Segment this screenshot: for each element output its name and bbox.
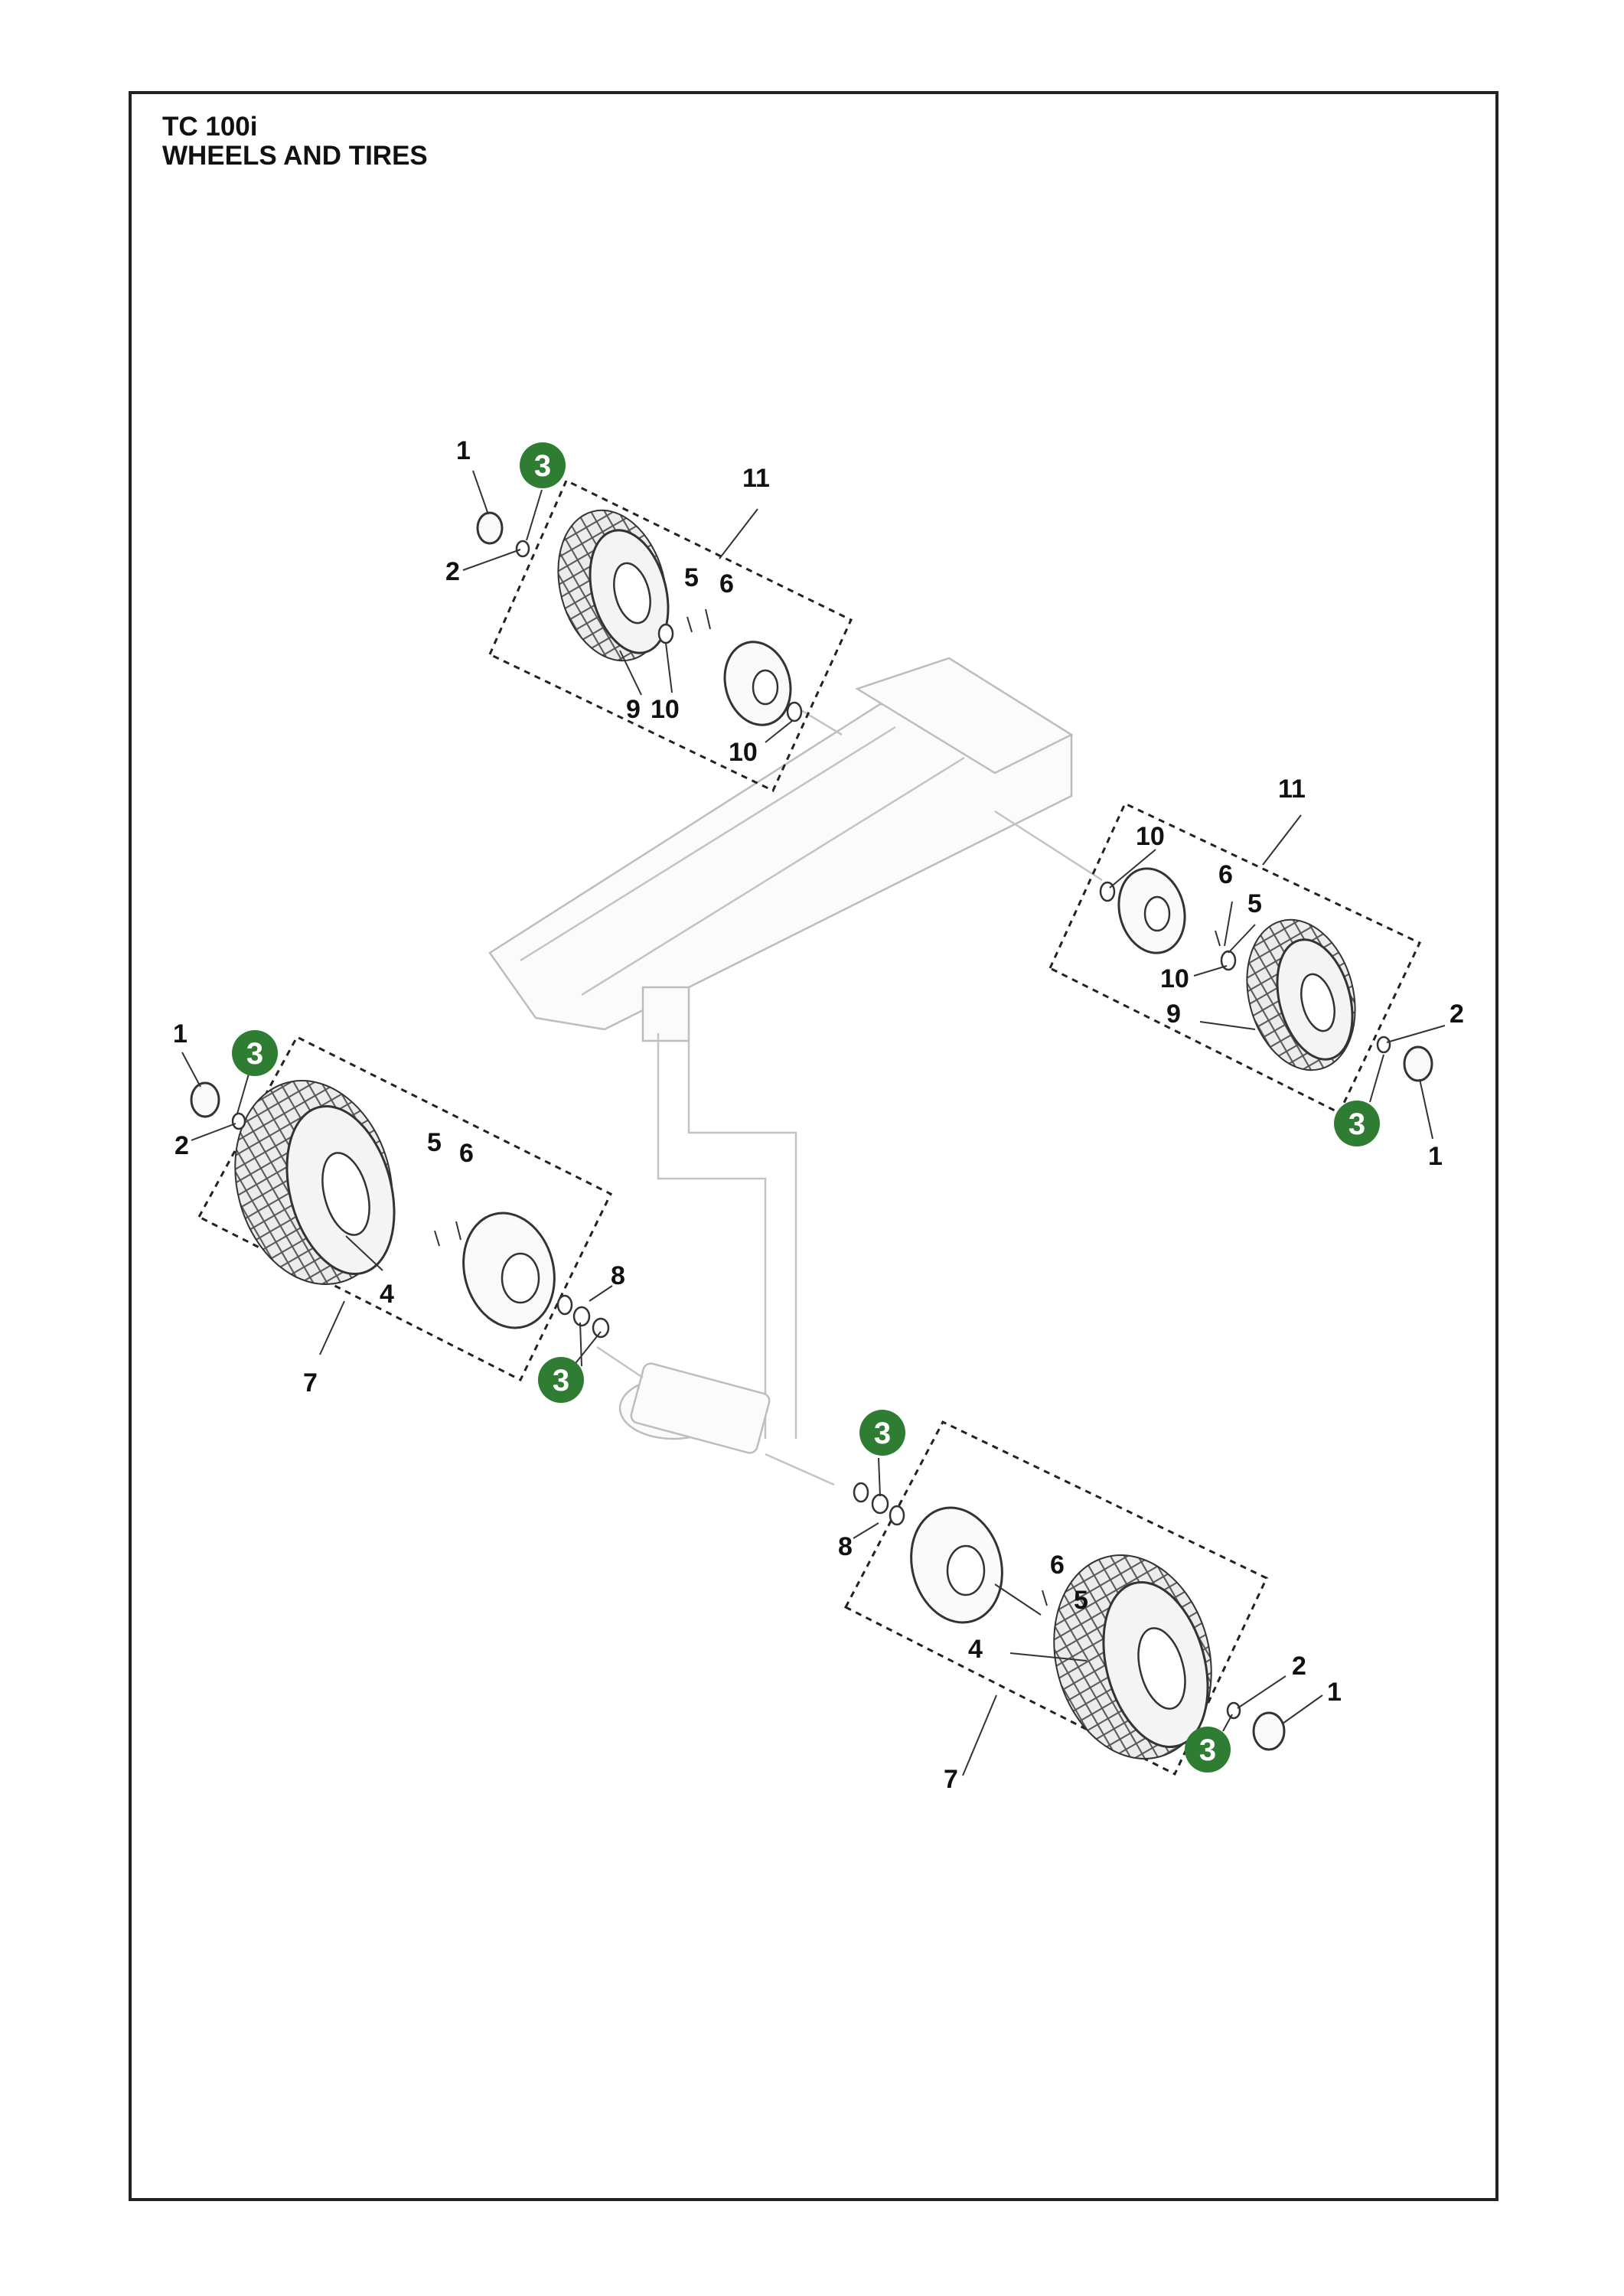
svg-text:3: 3 bbox=[246, 1037, 263, 1071]
callout-front-right-hubcap: 1 bbox=[1428, 1142, 1443, 1171]
callout-rear-right-assembly: 7 bbox=[944, 1765, 958, 1794]
page-border bbox=[129, 91, 1498, 2201]
section-title: WHEELS AND TIRES bbox=[162, 141, 428, 171]
front-left-wheel bbox=[476, 509, 803, 726]
leader-lines bbox=[181, 470, 1446, 1776]
badge-rear-left-washer: 3 bbox=[538, 1357, 584, 1403]
callout-rear-left-assembly: 7 bbox=[303, 1368, 318, 1397]
callout-rear-left-spacer: 8 bbox=[611, 1261, 625, 1290]
chassis-frame bbox=[488, 657, 1103, 1486]
badge-rear-left: 3 bbox=[232, 1030, 278, 1076]
rear-left-hubcap bbox=[190, 1081, 220, 1118]
callout-front-right-tire: 9 bbox=[1166, 1000, 1181, 1029]
callout-front-right-bearing-b: 10 bbox=[1160, 964, 1189, 993]
callout-front-right-clip: 2 bbox=[1450, 1000, 1464, 1029]
callout-front-right-bolt: 5 bbox=[1247, 889, 1262, 918]
svg-text:3: 3 bbox=[1199, 1733, 1216, 1767]
callout-rear-left-bolt: 5 bbox=[427, 1128, 442, 1157]
callout-rear-left-tire: 4 bbox=[380, 1280, 394, 1309]
rear-right-wheel bbox=[853, 1482, 1286, 1760]
callout-rear-right-bolt: 5 bbox=[1074, 1586, 1088, 1615]
badge-front-left: 3 bbox=[520, 442, 566, 488]
transaxle bbox=[596, 1345, 835, 1486]
model-title: TC 100i bbox=[162, 112, 258, 142]
callout-front-right-assembly: 11 bbox=[1278, 775, 1306, 804]
badge-rear-right: 3 bbox=[1185, 1727, 1231, 1773]
callout-front-right-nut: 6 bbox=[1218, 860, 1233, 889]
rear-left-wheel bbox=[190, 1080, 610, 1339]
front-right-wheel bbox=[1099, 867, 1433, 1082]
rear-left-assembly-outline bbox=[197, 1035, 612, 1382]
callout-front-left-tire: 9 bbox=[626, 695, 641, 724]
front-left-assembly-outline bbox=[488, 478, 853, 793]
callout-front-left-nut: 6 bbox=[719, 569, 734, 598]
callout-front-left-bearing-a: 10 bbox=[651, 695, 680, 724]
callout-rear-right-nut: 6 bbox=[1050, 1551, 1065, 1580]
callout-front-left-hubcap: 1 bbox=[456, 436, 471, 465]
callout-rear-left-nut: 6 bbox=[459, 1139, 474, 1168]
callout-rear-right-spacer: 8 bbox=[838, 1532, 853, 1561]
callout-front-left-bearing-b: 10 bbox=[729, 738, 758, 767]
rear-right-hubcap bbox=[1252, 1711, 1286, 1751]
rear-right-assembly-outline bbox=[843, 1420, 1268, 1776]
svg-text:3: 3 bbox=[553, 1364, 569, 1397]
callout-front-left-bolt: 5 bbox=[684, 563, 699, 592]
callout-front-right-bearing-a: 10 bbox=[1136, 822, 1165, 851]
callout-rear-right-tire: 4 bbox=[968, 1635, 983, 1664]
callout-rear-right-clip: 2 bbox=[1292, 1652, 1306, 1681]
front-right-assembly-outline bbox=[1048, 801, 1421, 1115]
callout-rear-left-hubcap: 1 bbox=[173, 1019, 188, 1049]
svg-text:3: 3 bbox=[534, 449, 551, 483]
front-left-hubcap bbox=[476, 511, 504, 545]
callout-rear-left-clip: 2 bbox=[174, 1131, 189, 1160]
svg-text:3: 3 bbox=[1348, 1107, 1365, 1141]
badge-front-right: 3 bbox=[1334, 1101, 1380, 1146]
front-right-hubcap bbox=[1403, 1045, 1433, 1082]
callout-front-left-assembly: 11 bbox=[742, 464, 770, 493]
callout-rear-right-hubcap: 1 bbox=[1327, 1678, 1342, 1707]
svg-text:3: 3 bbox=[874, 1417, 891, 1450]
callout-front-left-clip: 2 bbox=[445, 557, 460, 586]
badge-rear-right-washer: 3 bbox=[859, 1410, 905, 1456]
